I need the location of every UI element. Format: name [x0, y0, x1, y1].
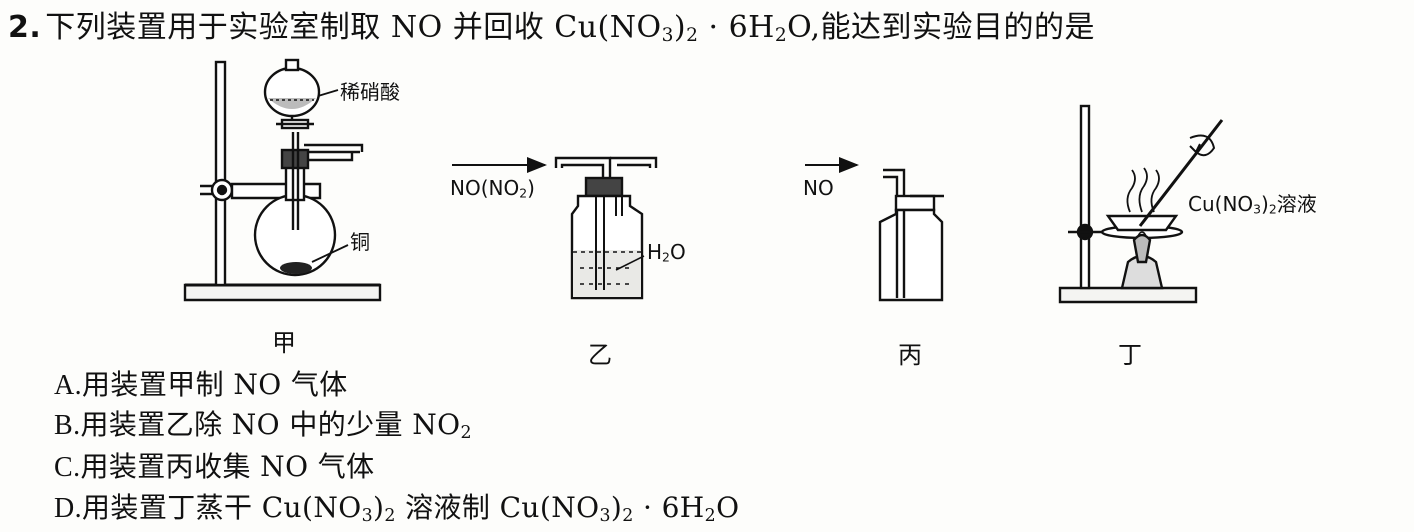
apparatus-yi-inlet-text: NO(NO — [450, 176, 520, 200]
stem-text-3: · 6H — [698, 10, 775, 45]
apparatus-yi-label: 乙 — [588, 341, 612, 369]
apparatus-yi-inlet-end: ) — [527, 176, 535, 200]
apparatus-ding-label: 丁 — [1118, 341, 1142, 369]
stem-sub-2: 2 — [686, 25, 699, 47]
option-d-sub-1: 3 — [361, 505, 374, 526]
option-a[interactable]: A.用装置甲制 NO 气体 — [54, 367, 348, 404]
apparatus-yi-liquid-label: H2O — [647, 240, 686, 270]
apparatus-ding-solution-mid: ) — [1261, 192, 1269, 216]
apparatus-ding-solution-sub2: 2 — [1268, 201, 1277, 217]
option-a-text: 用装置甲制 NO 气体 — [82, 368, 348, 401]
question-number: 2. — [8, 10, 42, 45]
apparatus-yi-liquid-text: H — [647, 240, 663, 264]
option-d-sub-3: 3 — [599, 505, 611, 526]
stem-sub-3: 2 — [774, 25, 788, 47]
apparatus-yi-liquid-end: O — [669, 240, 686, 264]
apparatus-jia-copper-label: 铜 — [350, 230, 370, 254]
option-b-text: 用装置乙除 NO 中的少量 NO — [80, 408, 461, 441]
option-a-letter: A. — [54, 370, 83, 401]
option-d-text-5: · 6H — [633, 491, 705, 524]
apparatus-ding-drawing — [1058, 104, 1224, 304]
question-stem: 2.下列装置用于实验室制取 NO 并回收 Cu(NO3)2 · 6H2O,能达到… — [8, 8, 1095, 56]
apparatus-figure — [183, 58, 1224, 304]
apparatus-jia-label: 甲 — [272, 329, 296, 357]
option-c-text: 用装置丙收集 NO 气体 — [80, 450, 375, 483]
option-d-text-2: ) — [373, 491, 385, 524]
apparatus-ding-solution-sub1: 3 — [1253, 201, 1262, 217]
option-d-text-6: O — [716, 491, 740, 524]
option-d-text-1: 用装置丁蒸干 Cu(NO — [82, 491, 362, 524]
apparatus-yi-inlet-sub: 2 — [519, 185, 528, 201]
apparatus-jia-drawing — [183, 58, 382, 302]
option-d-sub-4: 2 — [622, 505, 634, 526]
option-c[interactable]: C.用装置丙收集 NO 气体 — [54, 449, 375, 486]
apparatus-ding-solution-end: 溶液 — [1276, 192, 1317, 216]
apparatus-ding-solution-label: Cu(NO3)2溶液 — [1188, 192, 1317, 222]
apparatus-bing-inlet-label: NO — [803, 176, 834, 200]
apparatus-ding-solution-text: Cu(NO — [1188, 192, 1254, 216]
apparatus-bing-label: 丙 — [898, 341, 922, 369]
option-d-text-3: 溶液制 Cu(NO — [395, 491, 600, 524]
option-d-sub-5: 2 — [704, 505, 717, 526]
apparatus-yi-liquid-sub: 2 — [662, 249, 670, 265]
apparatus-bing-drawing — [805, 157, 944, 302]
apparatus-yi-drawing — [452, 156, 658, 300]
stem-text-1: 下列装置用于实验室制取 NO 并回收 Cu(NO — [45, 10, 662, 45]
option-d[interactable]: D.用装置丁蒸干 Cu(NO3)2 溶液制 Cu(NO3)2 · 6H2O — [54, 490, 739, 532]
option-b-letter: B. — [54, 410, 81, 441]
option-b-sub: 2 — [460, 422, 472, 443]
stem-text-2: ) — [673, 10, 687, 45]
option-d-sub-2: 2 — [384, 505, 396, 526]
stem-text-4: O,能达到实验目的的是 — [787, 10, 1096, 45]
option-d-text-4: ) — [610, 491, 623, 524]
stem-sub-1: 3 — [661, 25, 674, 47]
apparatus-jia-acid-label: 稀硝酸 — [340, 80, 400, 104]
apparatus-yi-inlet-label: NO(NO2) — [450, 176, 535, 206]
option-d-letter: D. — [54, 493, 83, 524]
option-b[interactable]: B.用装置乙除 NO 中的少量 NO2 — [54, 407, 472, 451]
option-c-letter: C. — [54, 452, 81, 483]
